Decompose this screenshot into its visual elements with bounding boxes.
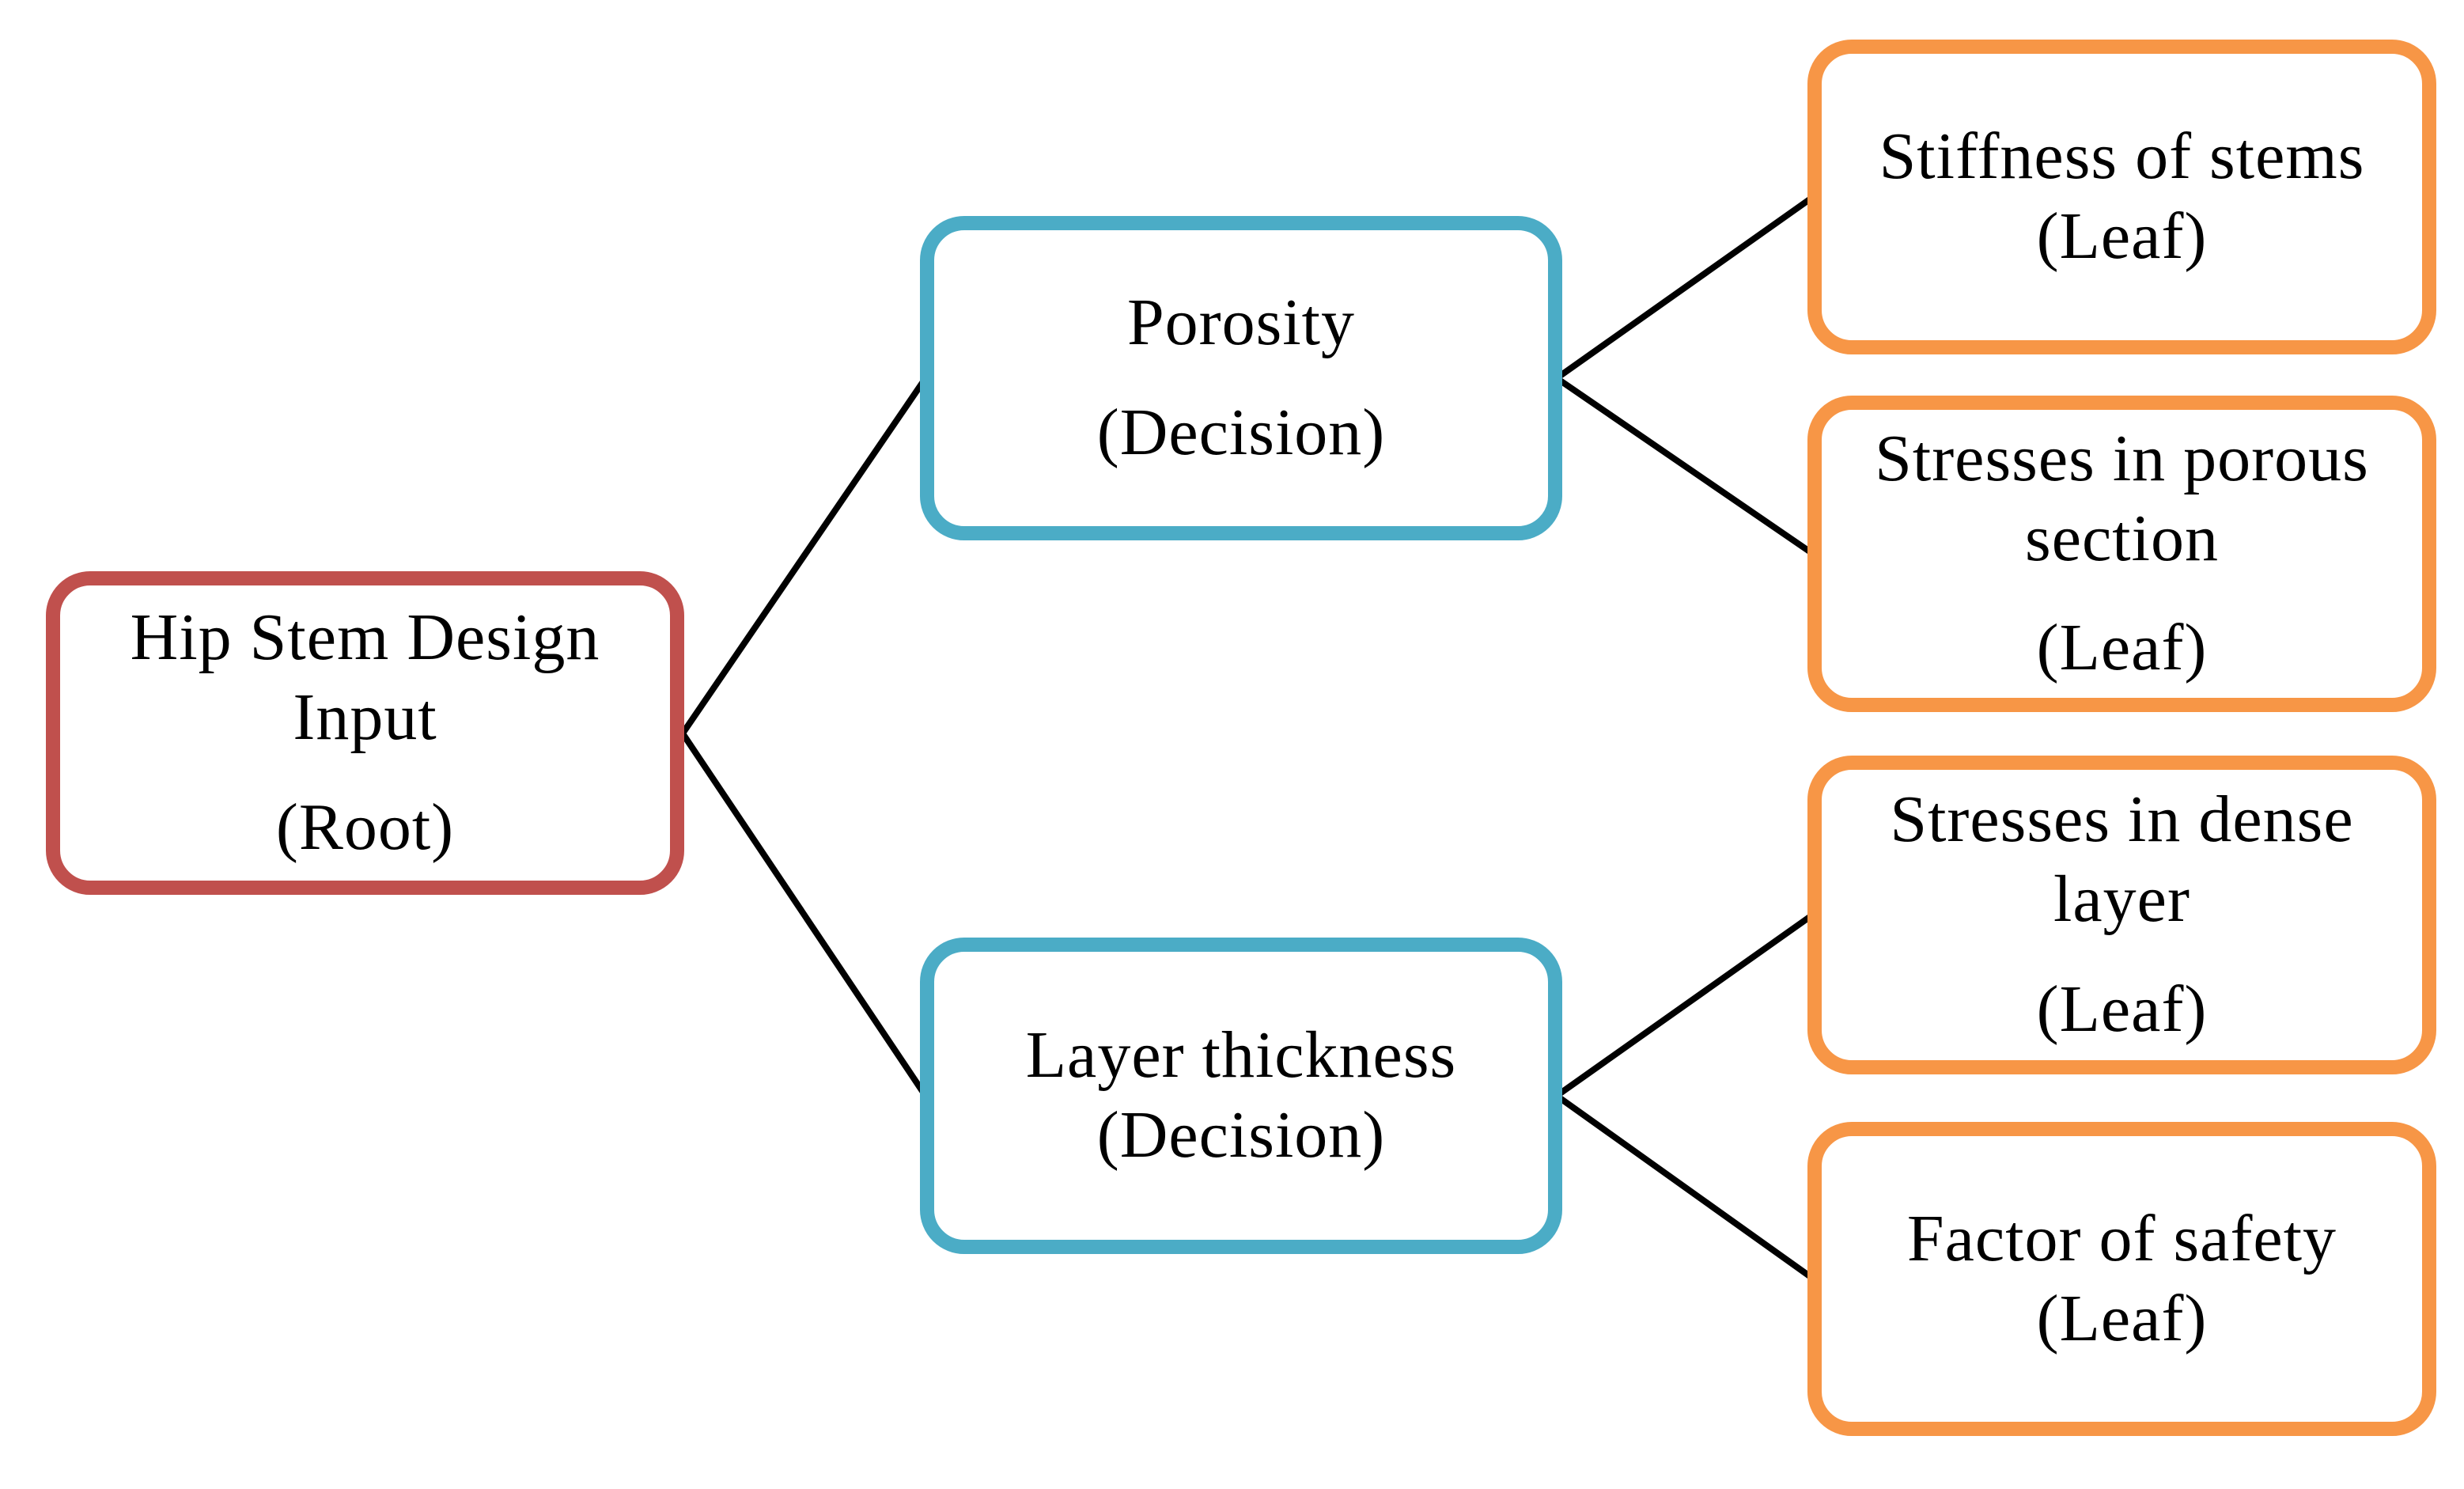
node-porous-stress-type-label: (Leaf) <box>2036 611 2208 685</box>
edge-porosity-porous-stress <box>1554 375 1816 557</box>
edge-root-layer-thickness <box>679 730 929 1099</box>
node-layer-thickness: Layer thickness (Decision) <box>920 938 1562 1254</box>
node-porosity: Porosity (Decision) <box>920 216 1562 540</box>
node-stiffness-title-line1: Stiffness of stems <box>1879 119 2365 194</box>
node-stresses-in-dense-layer: Stresses in dense layer (Leaf) <box>1807 756 2436 1074</box>
node-dense-stress-title-line1: Stresses in dense <box>1890 782 2354 857</box>
edge-layer-factor-safety <box>1554 1093 1816 1282</box>
node-porosity-title-line1: Porosity <box>1126 286 1356 360</box>
node-stiffness-type-label: (Leaf) <box>2036 199 2208 273</box>
node-root-title-line1: Hip Stem Design <box>130 601 600 675</box>
node-porous-stress-title-line1: Stresses in porous <box>1875 421 2369 495</box>
node-root: Hip Stem Design Input (Root) <box>46 571 684 895</box>
node-porosity-type-label: (Decision) <box>1096 396 1386 469</box>
edge-porosity-stiffness <box>1554 194 1816 381</box>
node-layer-thickness-title-line1: Layer thickness <box>1025 1018 1457 1093</box>
node-factor-of-safety: Factor of safety (Leaf) <box>1807 1122 2436 1436</box>
node-factor-safety-type-label: (Leaf) <box>2036 1281 2208 1355</box>
node-root-title-line2: Input <box>293 680 437 755</box>
node-dense-stress-type-label: (Leaf) <box>2036 972 2208 1046</box>
node-stresses-in-porous-section: Stresses in porous section (Leaf) <box>1807 396 2436 712</box>
edge-root-porosity <box>679 375 929 737</box>
node-layer-thickness-type-label: (Decision) <box>1096 1098 1386 1172</box>
node-stiffness-of-stems: Stiffness of stems (Leaf) <box>1807 40 2436 354</box>
edge-layer-dense-stress <box>1554 911 1816 1099</box>
node-dense-stress-title-line2: layer <box>2053 862 2190 937</box>
node-factor-safety-title-line1: Factor of safety <box>1906 1201 2337 1275</box>
node-root-type-label: (Root) <box>275 790 455 864</box>
node-porous-stress-title-line2: section <box>2025 501 2219 575</box>
